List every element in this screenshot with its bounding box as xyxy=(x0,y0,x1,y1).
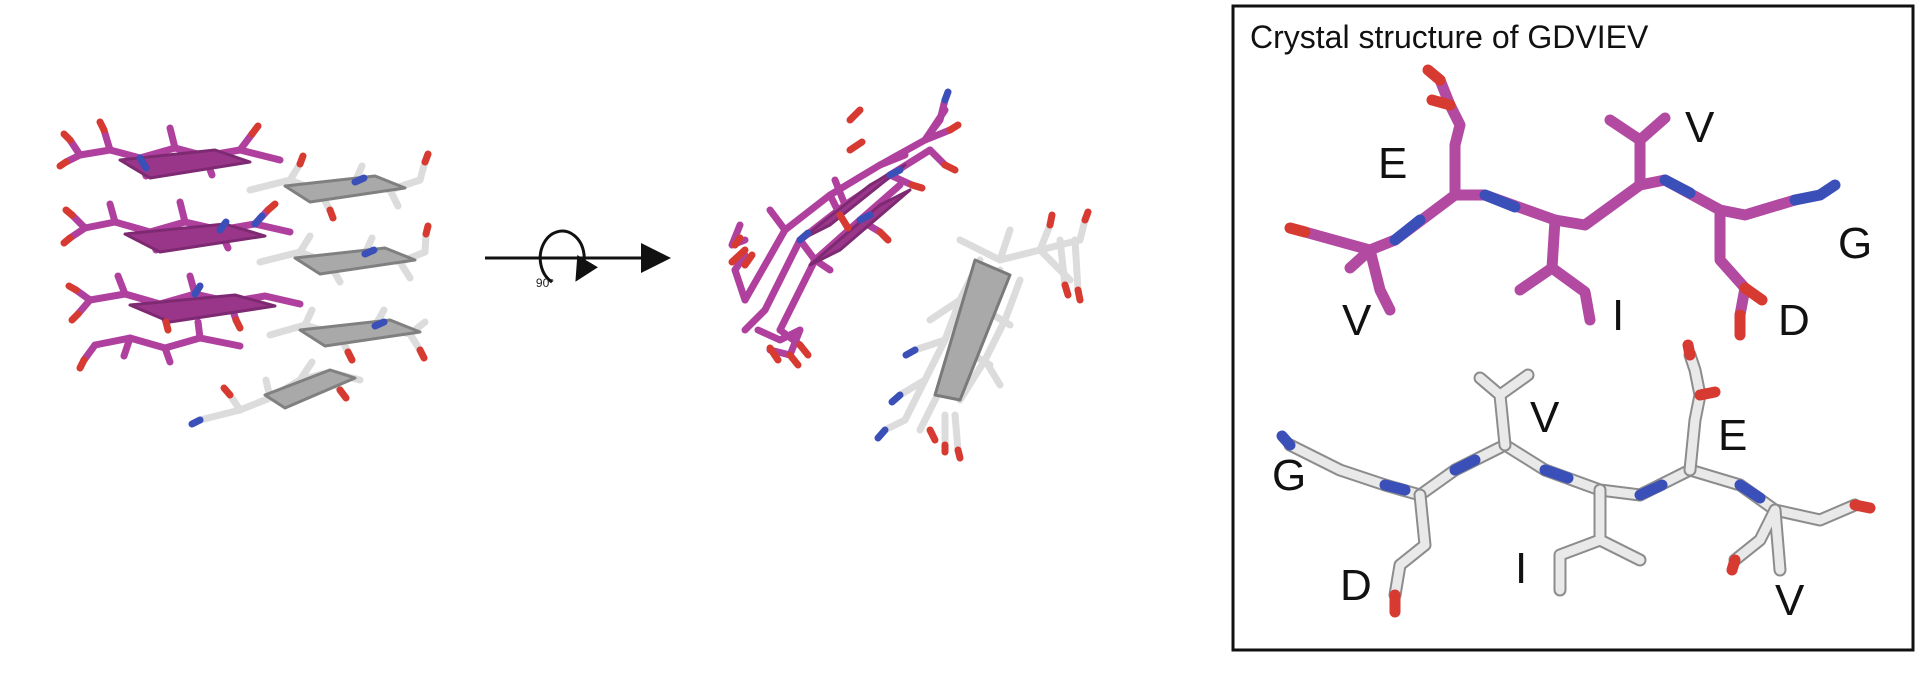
residue-label-top-I: I xyxy=(1612,291,1624,340)
white-strand-bottom xyxy=(1276,339,1876,618)
magenta-sheet xyxy=(62,124,304,366)
residue-label-bottom-D: D xyxy=(1340,561,1372,610)
rotation-arrow: 90° xyxy=(485,229,671,290)
panel-frame xyxy=(1231,4,1915,652)
sheet-stack-end-view xyxy=(728,88,1092,462)
residue-label-bottom-E: E xyxy=(1718,411,1747,460)
atom-tips-left xyxy=(56,118,432,428)
panel-title: Crystal structure of GDVIEV xyxy=(1250,19,1649,55)
crystal-structure-panel: Crystal structure of GDVIEV E V G V I D xyxy=(1231,4,1915,652)
atom-tips-middle xyxy=(728,88,1092,462)
residue-label-bottom-V2: V xyxy=(1775,576,1805,625)
rotation-angle-label: 90° xyxy=(536,276,554,290)
residue-label-top-D: D xyxy=(1778,296,1810,345)
residue-label-top-E: E xyxy=(1378,139,1407,188)
rotation-curl-icon xyxy=(538,229,598,284)
magenta-sheet-rotated xyxy=(728,96,954,359)
residue-label-top-V2: V xyxy=(1342,296,1372,345)
residue-label-bottom-I: I xyxy=(1515,544,1527,593)
residue-label-top-G: G xyxy=(1838,219,1872,268)
sheet-stack-side-view xyxy=(56,118,432,428)
residue-label-top-V1: V xyxy=(1685,103,1715,152)
magenta-strand-top xyxy=(1284,64,1841,341)
white-sheet xyxy=(196,158,430,424)
white-sheet-rotated xyxy=(881,216,1089,454)
residue-label-bottom-G: G xyxy=(1272,451,1306,500)
residue-label-bottom-V1: V xyxy=(1530,393,1560,442)
